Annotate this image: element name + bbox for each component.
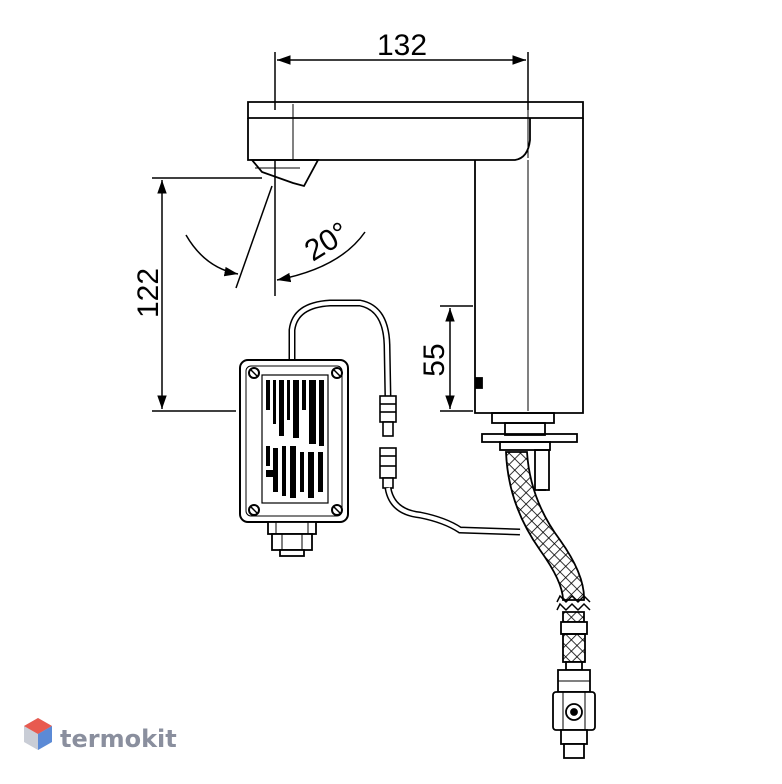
width-dimension [274,52,529,110]
sensor-height-label: 55 [418,343,451,376]
sensor-cable [288,299,392,401]
rating-label-icon [266,380,324,498]
cable-connector [379,395,397,489]
screw-icon [248,367,260,379]
screw-icon [248,504,260,516]
faucet-body [474,118,584,414]
control-box [239,359,349,523]
sensor-height-dimension [440,305,473,412]
angle-label: 20° [299,216,355,268]
termokit-logo-icon [24,718,52,750]
power-cable [384,487,521,536]
faucet-spout [247,101,584,161]
cable-gland [267,521,317,557]
width-dimension-label: 132 [377,29,427,62]
watermark-brand: termokit [60,725,177,753]
screw-icon [331,367,343,379]
braided-hose [505,451,591,623]
spray-angle [185,160,366,296]
valve-fitting [552,621,596,759]
screw-icon [331,504,343,516]
aerator [250,159,320,188]
height-dimension [152,177,262,412]
height-dimension-label: 122 [132,268,165,318]
mounting-flange [481,412,578,491]
